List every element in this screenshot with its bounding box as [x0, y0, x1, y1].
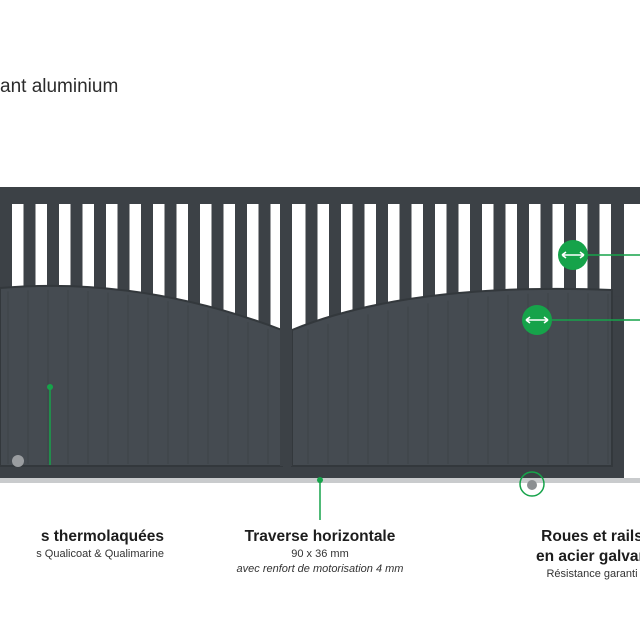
- gate-far-right: [624, 187, 640, 197]
- label-title: Traverse horizontale: [244, 528, 396, 545]
- vertical-slat: [493, 200, 506, 298]
- vertical-slat: [141, 200, 153, 300]
- vertical-slat: [470, 200, 482, 300]
- label-title-1: Roues et rails: [541, 528, 640, 545]
- right-panel: [291, 287, 613, 467]
- label-sub: 90 x 36 mm: [291, 548, 349, 560]
- vertical-slat: [376, 200, 388, 314]
- vertical-slat: [164, 200, 177, 304]
- wheel-icon: [527, 480, 537, 490]
- vertical-slats: [0, 200, 623, 331]
- label-sub: s Qualicoat & Qualimarine: [36, 548, 164, 560]
- vertical-slat: [329, 200, 341, 325]
- double-arrow-icon: [558, 240, 588, 270]
- wheel-callout-circle: [519, 471, 545, 497]
- vertical-slat: [399, 200, 412, 309]
- vertical-slat: [117, 200, 130, 297]
- vertical-slat: [517, 200, 529, 296]
- vertical-slat: [423, 200, 435, 306]
- vertical-slat: [587, 200, 600, 296]
- vertical-slat: [211, 200, 224, 315]
- vertical-slat: [94, 200, 106, 294]
- label-title-2: en acier galvan: [535, 548, 640, 565]
- vertical-slat: [235, 200, 247, 322]
- vertical-slat: [47, 200, 59, 292]
- vertical-slat: [352, 200, 365, 319]
- vertical-slat: [305, 200, 318, 331]
- label-thermolaquees: s thermolaquées s Qualicoat & Qualimarin…: [0, 527, 164, 562]
- vertical-slat: [23, 200, 36, 293]
- gate-bottom-frame: [0, 464, 624, 478]
- left-wheel-icon: [12, 455, 24, 467]
- label-sub: Résistance garanti: [546, 568, 638, 580]
- vertical-slat: [611, 200, 623, 297]
- double-arrow-icon: [522, 305, 552, 335]
- label-title: s thermolaquées: [40, 528, 164, 545]
- vertical-slat: [188, 200, 200, 309]
- vertical-slat: [446, 200, 459, 302]
- center-post: [280, 200, 292, 466]
- page-heading: ant aluminium: [0, 76, 119, 97]
- label-roues-rails: Roues et rails en acier galvan Résistanc…: [512, 527, 640, 582]
- vertical-slat: [70, 200, 83, 293]
- panel-grooves: [7, 289, 609, 464]
- vertical-slat: [258, 200, 271, 330]
- label-note: avec renfort de motorisation 4 mm: [236, 563, 404, 575]
- vertical-slat: [540, 200, 553, 296]
- gate-top-frame: [0, 187, 640, 204]
- label-traverse: Traverse horizontale 90 x 36 mm avec ren…: [210, 527, 430, 577]
- vertical-slat: [0, 200, 12, 294]
